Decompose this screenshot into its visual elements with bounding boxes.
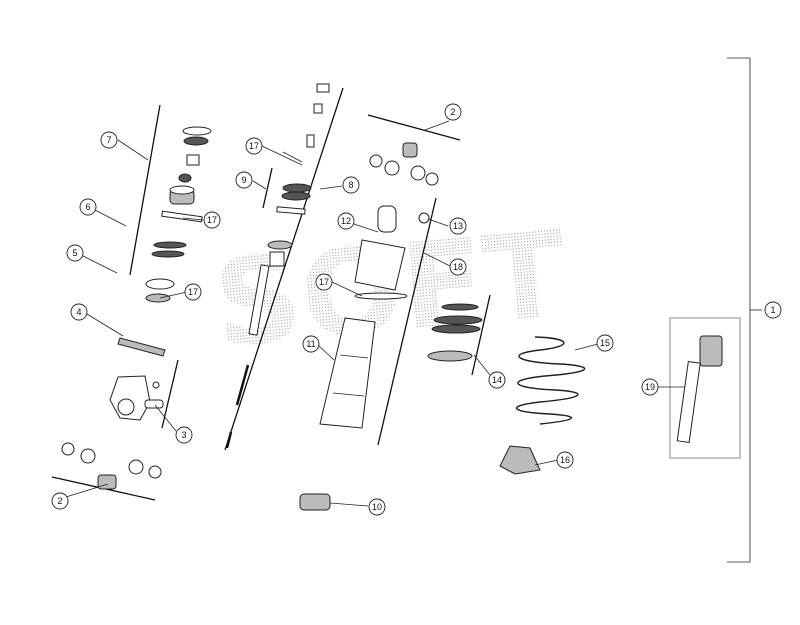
svg-text:11: 11 bbox=[306, 339, 315, 349]
svg-text:3: 3 bbox=[181, 430, 186, 440]
callout-17-left-lower: 17 bbox=[184, 283, 202, 301]
svg-text:8: 8 bbox=[348, 180, 353, 190]
callout-leaders bbox=[65, 120, 685, 507]
svg-text:2: 2 bbox=[450, 107, 455, 117]
bump-stop-16 bbox=[499, 445, 541, 475]
callout-9: 9 bbox=[235, 171, 253, 189]
svg-text:7: 7 bbox=[106, 135, 111, 145]
bottom-cap-10 bbox=[299, 493, 331, 511]
callout-17-left-upper: 17 bbox=[203, 211, 221, 229]
callout-19: 19 bbox=[641, 378, 659, 396]
svg-text:2: 2 bbox=[57, 496, 62, 506]
callout-12: 12 bbox=[337, 212, 355, 230]
svg-text:1: 1 bbox=[770, 305, 775, 315]
callout-2-bottom: 2 bbox=[51, 492, 69, 510]
callout-11: 11 bbox=[302, 335, 320, 353]
watermark: SOFT bbox=[209, 206, 572, 375]
svg-text:10: 10 bbox=[372, 502, 382, 512]
svg-text:14: 14 bbox=[492, 375, 502, 385]
callout-1: 1 bbox=[764, 301, 782, 319]
svg-text:17: 17 bbox=[249, 141, 259, 151]
callout-18: 18 bbox=[449, 258, 467, 276]
callout-16: 16 bbox=[556, 451, 574, 469]
callout-13: 13 bbox=[449, 217, 467, 235]
washers-17 bbox=[145, 278, 175, 303]
upper-eye-bearing-kit bbox=[161, 126, 212, 223]
svg-text:18: 18 bbox=[453, 262, 463, 272]
top-mount-kit-2 bbox=[369, 142, 439, 224]
svg-text:4: 4 bbox=[76, 307, 81, 317]
svg-text:17: 17 bbox=[188, 287, 198, 297]
bumper-plate-4 bbox=[117, 337, 166, 357]
lower-eye-clevis-3 bbox=[109, 375, 164, 421]
callout-5: 5 bbox=[66, 244, 84, 262]
lower-bearing-kit bbox=[61, 442, 162, 490]
svg-text:6: 6 bbox=[85, 202, 90, 212]
callout-10: 10 bbox=[368, 498, 386, 516]
callout-7: 7 bbox=[100, 131, 118, 149]
body-head-12 bbox=[354, 205, 408, 300]
svg-text:5: 5 bbox=[72, 248, 77, 258]
callout-6: 6 bbox=[79, 198, 97, 216]
complete-assembly-19 bbox=[669, 317, 741, 459]
callout-8: 8 bbox=[342, 176, 360, 194]
callout-17-shaft: 17 bbox=[245, 137, 263, 155]
coil-spring-15 bbox=[516, 336, 586, 425]
svg-text:12: 12 bbox=[341, 216, 351, 226]
svg-text:17: 17 bbox=[319, 277, 329, 287]
svg-text:9: 9 bbox=[241, 175, 246, 185]
callout-14: 14 bbox=[488, 371, 506, 389]
callout-15: 15 bbox=[596, 334, 614, 352]
assembly-axes bbox=[51, 87, 491, 501]
seal-rings-5 bbox=[151, 241, 187, 258]
reservoir-body-11 bbox=[319, 317, 376, 429]
svg-text:15: 15 bbox=[600, 338, 610, 348]
callout-17-center: 17 bbox=[315, 273, 333, 291]
callout-4: 4 bbox=[70, 303, 88, 321]
assembly-bracket bbox=[727, 57, 762, 563]
spring-retainer-14 bbox=[427, 303, 483, 362]
svg-text:16: 16 bbox=[560, 455, 570, 465]
svg-text:13: 13 bbox=[453, 221, 463, 231]
callout-2-top: 2 bbox=[444, 103, 462, 121]
callout-3: 3 bbox=[175, 426, 193, 444]
svg-text:17: 17 bbox=[207, 215, 217, 225]
shaft-parts bbox=[225, 83, 330, 449]
svg-text:19: 19 bbox=[645, 382, 655, 392]
